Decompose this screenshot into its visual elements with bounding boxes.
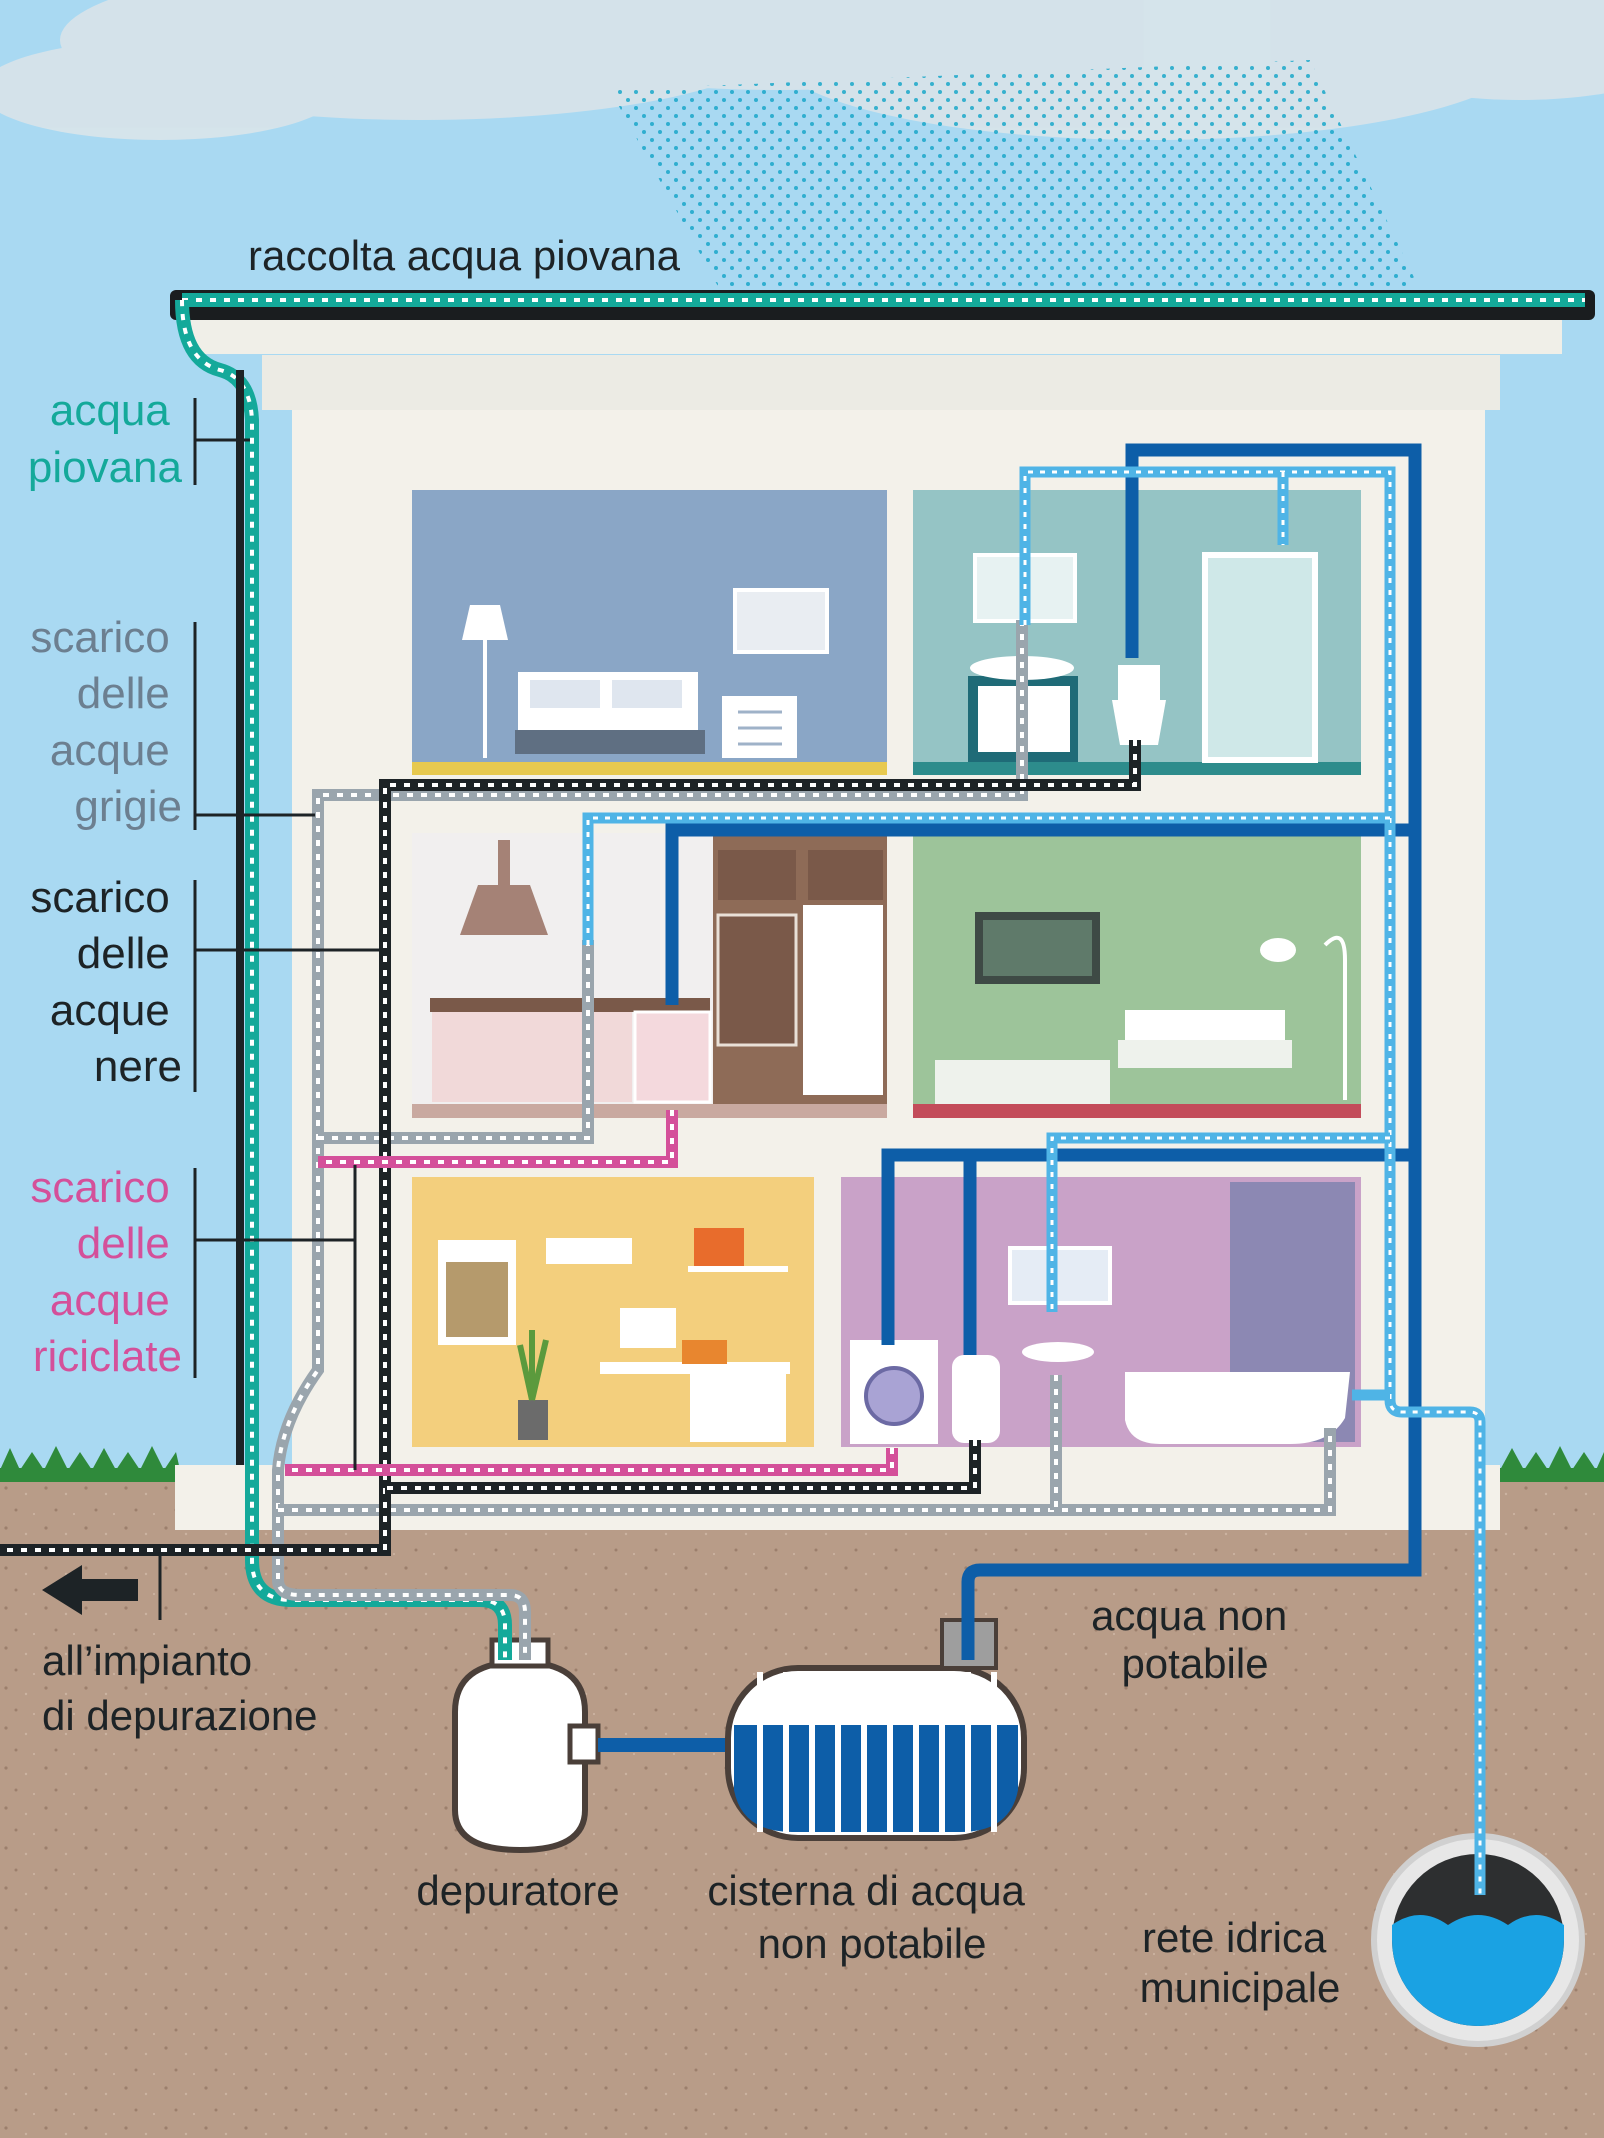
legend-lines [158, 398, 382, 1620]
grass [0, 1446, 1604, 1482]
grey-water-pipe [272, 620, 1336, 1660]
label-to-treatment-plant: all’impianto di depurazione [42, 1637, 318, 1739]
cistern-tank [725, 1618, 1027, 1841]
left-arrow-icon [42, 1565, 138, 1615]
label-black-water: scarico delle acque nere [30, 873, 182, 1091]
label-purifier: depuratore [416, 1867, 619, 1914]
kitchen [412, 833, 887, 1118]
black-water-pipe [0, 740, 1141, 1556]
non-potable-water-pipe [665, 443, 1422, 1660]
laundry-bathroom [841, 1177, 1361, 1447]
label-rain-water: acqua piovana [28, 386, 183, 492]
label-rain-collection: raccolta acqua piovana [248, 232, 681, 279]
label-grey-water: scarico delle acque grigie [30, 613, 182, 831]
rain [610, 60, 1420, 290]
bedroom [412, 490, 887, 775]
office [412, 1177, 814, 1447]
label-municipal-network: rete idrica municipale [1140, 1914, 1341, 2011]
label-recycled-water: scarico delle acque riciclate [30, 1163, 182, 1381]
label-cistern: cisterna di acqua non potabile [707, 1867, 1036, 1967]
recycled-water-pipe [285, 1110, 898, 1476]
connecting-pipe [598, 1738, 738, 1752]
rain-water-pipe [175, 293, 1585, 1660]
label-non-potable-water: acqua non potabile [1091, 1592, 1299, 1687]
potable-water-pipe [582, 466, 1486, 1895]
living-room [913, 833, 1361, 1118]
municipal-water-well [1371, 1833, 1585, 2047]
